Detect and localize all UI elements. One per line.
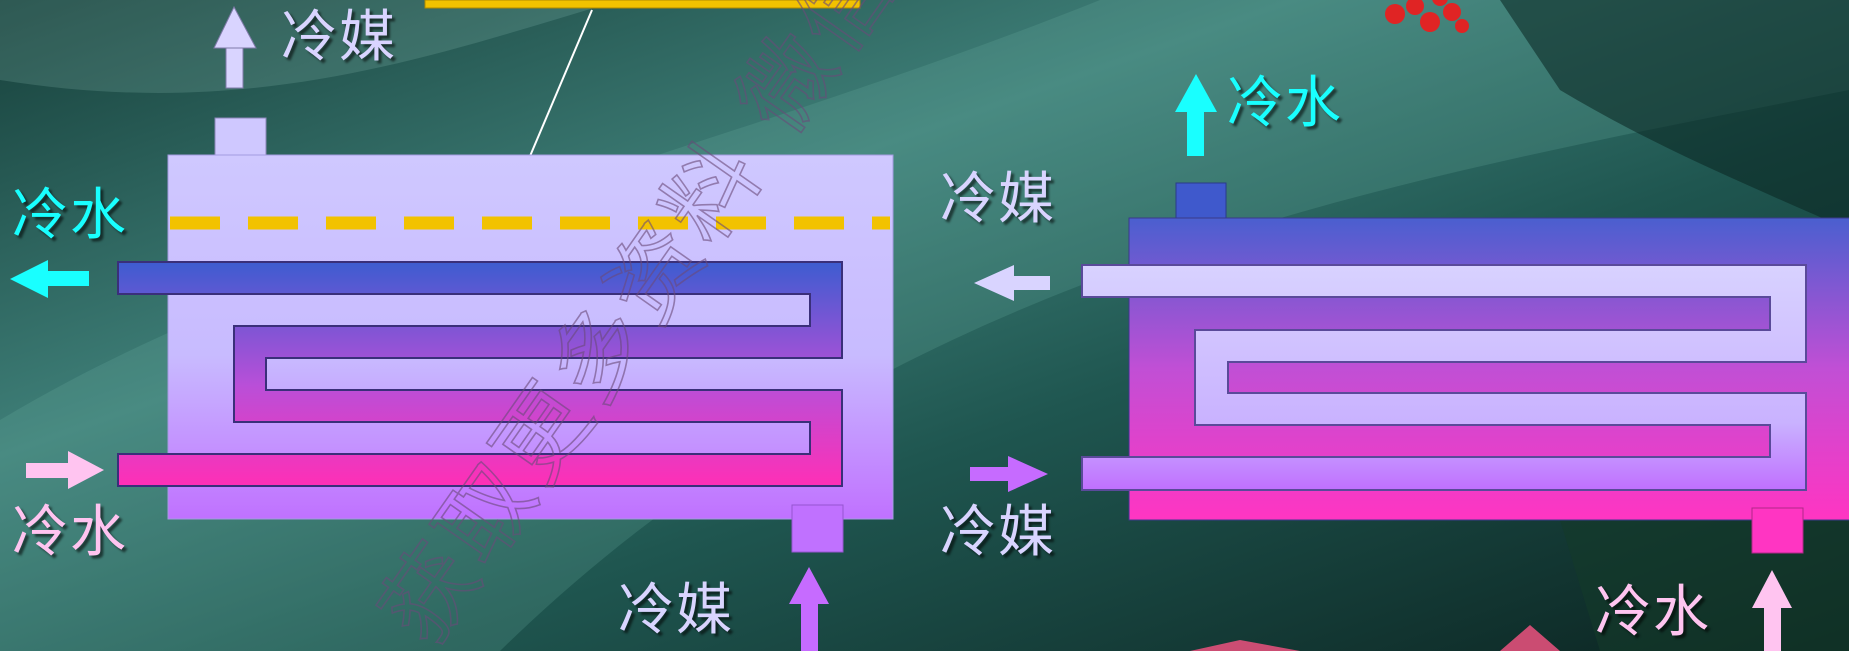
yellow-label-bar	[424, 0, 861, 9]
right-exchanger	[1081, 182, 1849, 554]
background-rock	[1500, 0, 1849, 230]
red-flowers	[1385, 0, 1469, 33]
arrow-right-icon	[26, 451, 104, 489]
arrow-right-icon	[970, 456, 1048, 492]
label-cold-water-left-outlet: 冷水	[12, 183, 128, 248]
label-cold-water-left-inlet: 冷水	[12, 500, 128, 565]
arrow-up-icon	[789, 567, 829, 651]
label-refrigerant-left-bottom: 冷媒	[618, 578, 734, 643]
pink-shape	[1190, 625, 1560, 651]
right-water-inlet-nozzle	[1751, 507, 1804, 554]
label-cold-water-right-top: 冷水	[1227, 71, 1343, 136]
arrow-left-icon	[10, 260, 89, 298]
label-refrigerant-left-top: 冷媒	[281, 5, 397, 70]
arrow-up-icon	[213, 5, 257, 89]
right-water-outlet-nozzle	[1175, 182, 1227, 224]
label-refrigerant-right-outlet: 冷媒	[940, 167, 1056, 232]
arrow-up-icon	[1175, 74, 1217, 156]
left-cooling-coil	[117, 261, 843, 487]
background-streak	[0, 0, 620, 93]
arrow-left-icon	[974, 265, 1050, 301]
left-refrigerant-inlet-nozzle	[791, 504, 844, 553]
label-cold-water-right-bottom: 冷水	[1595, 580, 1711, 645]
right-refrigerant-coil	[1081, 264, 1807, 491]
arrow-up-icon	[1752, 570, 1792, 651]
label-refrigerant-right-inlet: 冷媒	[940, 500, 1056, 565]
left-refrigerant-outlet-nozzle	[214, 117, 267, 159]
left-exchanger	[117, 117, 894, 553]
